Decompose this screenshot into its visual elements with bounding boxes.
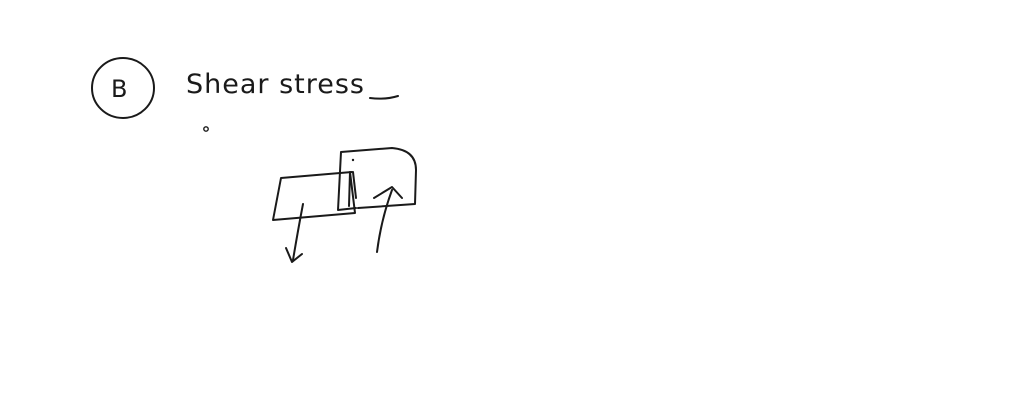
shear-diagram xyxy=(272,147,417,263)
downward-arrow-shaft xyxy=(292,203,304,261)
heading-underline xyxy=(369,95,399,100)
left-block xyxy=(272,171,356,221)
part-marker-label: B xyxy=(111,75,127,103)
upward-force-arrow xyxy=(373,186,403,253)
upward-arrow-head xyxy=(373,186,403,199)
inner-mark xyxy=(352,171,357,199)
inner-dot xyxy=(351,158,355,162)
part-marker-circle xyxy=(91,57,155,119)
part-marker: B xyxy=(91,57,155,119)
stray-dot xyxy=(203,126,209,132)
heading-text: Shear stress xyxy=(186,69,365,100)
upward-arrow-shaft xyxy=(376,189,393,253)
right-block xyxy=(337,147,417,211)
downward-force-arrow xyxy=(285,203,304,263)
downward-arrow-head xyxy=(285,247,303,263)
